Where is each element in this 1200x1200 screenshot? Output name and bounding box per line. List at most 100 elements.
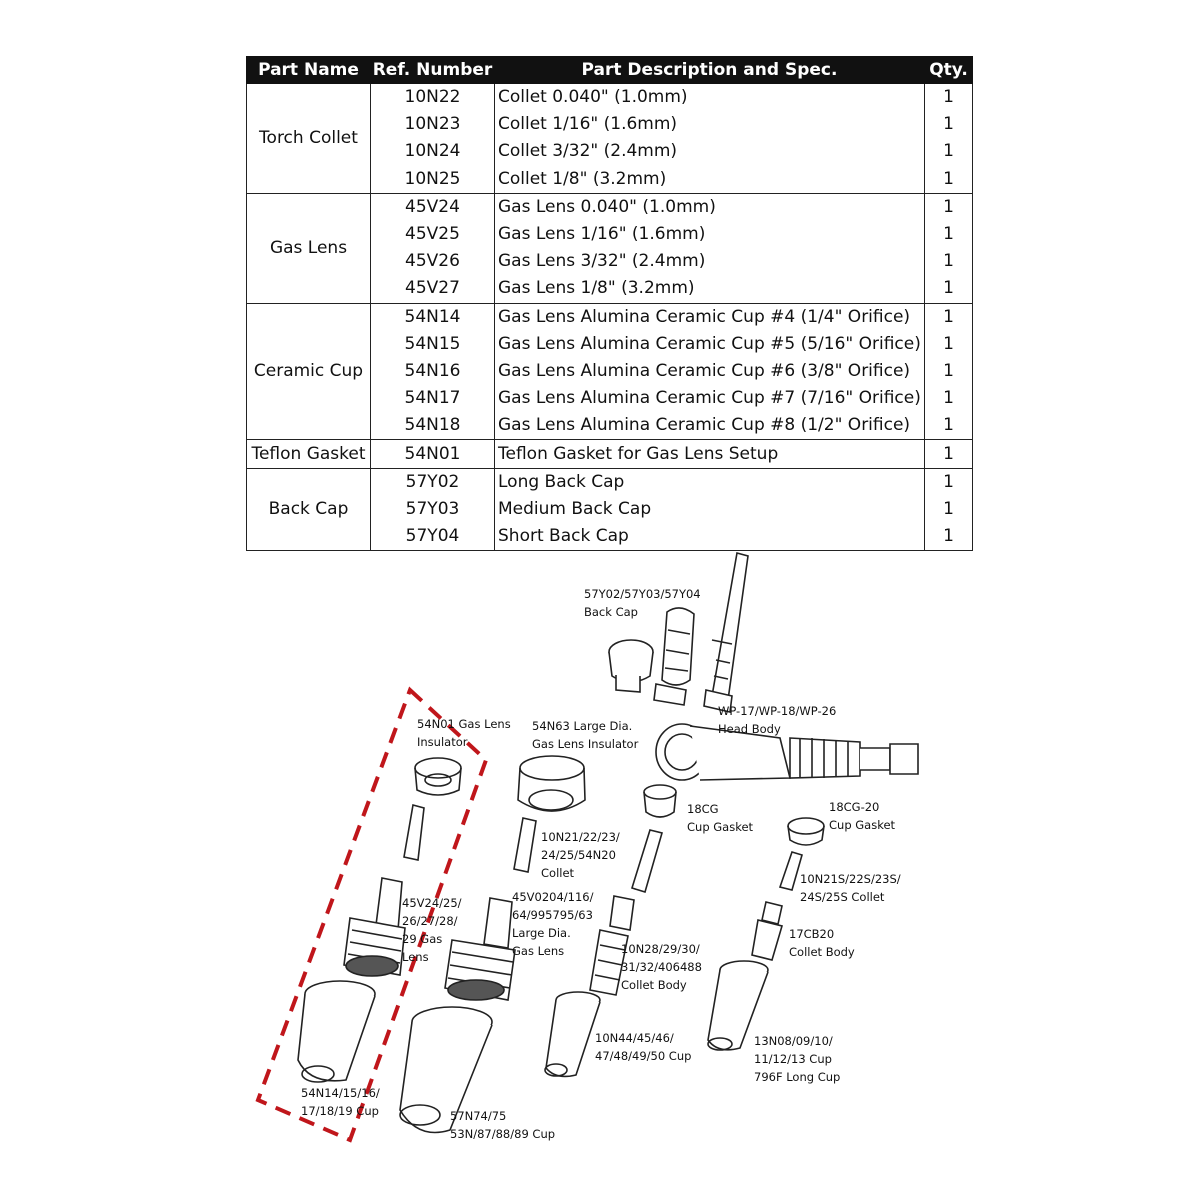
ref-number-cell: 45V26 <box>370 248 495 276</box>
label-head-body: WP-17/WP-18/WP-26 Head Body <box>718 704 837 736</box>
header-part-name: Part Name <box>246 56 371 84</box>
head-body-part <box>655 723 919 781</box>
description-cell: Collet 0.040" (1.0mm) <box>494 83 925 112</box>
qty-cell: 1 <box>924 439 973 469</box>
label-back-cap: 57Y02/57Y03/57Y04 Back Cap <box>584 587 701 619</box>
ref-number-cell: 45V25 <box>370 220 495 249</box>
ref-number-cell: 57Y02 <box>370 467 495 496</box>
collet-10n21-part <box>630 829 663 894</box>
qty-cell: 1 <box>924 495 973 523</box>
description-cell: Gas Lens Alumina Ceramic Cup #4 (1/4" Or… <box>494 302 925 331</box>
label-large-insulator: 54N63 Large Dia. Gas Lens Insulator <box>532 719 639 751</box>
qty-cell: 1 <box>924 248 973 276</box>
back-cap-long-part <box>703 551 749 713</box>
ref-number-cell: 45V24 <box>370 192 495 221</box>
cup-large-part <box>399 1006 493 1134</box>
qty-cell: 1 <box>924 111 973 139</box>
ref-number-cell: 54N14 <box>370 302 495 331</box>
label-collet-10n21: 10N21/22/23/ 24/25/54N20 Collet <box>541 830 620 880</box>
ref-number-cell: 54N15 <box>370 330 495 358</box>
qty-cell: 1 <box>924 138 973 166</box>
parts-table: Part Name Ref. Number Part Description a… <box>246 56 973 552</box>
gas-lens-large-part <box>444 897 516 1001</box>
cup-gasket-18cg-part <box>643 784 677 818</box>
collet-middle-part <box>513 817 537 873</box>
qty-cell: 1 <box>924 220 973 249</box>
insulator-54n01-part <box>414 757 462 796</box>
description-cell: Gas Lens 1/16" (1.6mm) <box>494 220 925 249</box>
part-name-cell: Gas Lens <box>246 192 371 304</box>
collet-10n21s-part <box>778 851 803 891</box>
gas-lens-left-part <box>343 877 406 977</box>
description-cell: Short Back Cap <box>494 523 925 552</box>
ref-number-cell: 10N24 <box>370 138 495 166</box>
description-cell: Gas Lens 1/8" (3.2mm) <box>494 275 925 304</box>
collet-body-17cb20-part <box>751 901 784 961</box>
collet-body-10n28-part <box>589 895 635 996</box>
qty-cell: 1 <box>924 467 973 496</box>
ref-number-cell: 57Y04 <box>370 523 495 552</box>
description-cell: Gas Lens Alumina Ceramic Cup #6 (3/8" Or… <box>494 357 925 386</box>
large-insulator-part <box>517 755 586 812</box>
back-cap-short-part <box>608 639 654 693</box>
label-gas-lens-45v24: 45V24/25/ 26/27/28/ 29 Gas Lens <box>402 896 462 964</box>
qty-cell: 1 <box>924 412 973 441</box>
label-cup-10n44: 10N44/45/46/ 47/48/49/50 Cup <box>595 1031 692 1063</box>
cup-gasket-18cg20-part <box>787 817 825 846</box>
description-cell: Medium Back Cap <box>494 495 925 523</box>
qty-cell: 1 <box>924 385 973 413</box>
ref-number-cell: 45V27 <box>370 275 495 304</box>
description-cell: Collet 3/32" (2.4mm) <box>494 138 925 166</box>
label-cup-57n74: 57N74/75 53N/87/88/89 Cup <box>450 1109 556 1141</box>
description-cell: Long Back Cap <box>494 467 925 496</box>
part-name-cell: Back Cap <box>246 467 371 552</box>
ref-number-cell: 57Y03 <box>370 495 495 523</box>
description-cell: Gas Lens Alumina Ceramic Cup #8 (1/2" Or… <box>494 412 925 441</box>
qty-cell: 1 <box>924 302 973 331</box>
qty-cell: 1 <box>924 330 973 358</box>
back-cap-medium-part <box>653 607 695 706</box>
part-name-cell: Teflon Gasket <box>246 439 371 469</box>
collet-left-part <box>403 803 425 861</box>
ref-number-cell: 54N01 <box>370 439 495 469</box>
description-cell: Gas Lens Alumina Ceramic Cup #7 (7/16" O… <box>494 385 925 413</box>
ref-number-cell: 10N23 <box>370 111 495 139</box>
qty-cell: 1 <box>924 275 973 304</box>
description-cell: Teflon Gasket for Gas Lens Setup <box>494 439 925 469</box>
qty-cell: 1 <box>924 523 973 552</box>
cup-10n44-part <box>544 991 601 1078</box>
table-header-row: Part Name Ref. Number Part Description a… <box>246 56 973 84</box>
label-insulator-54n01: 54N01 Gas Lens Insulator <box>417 717 511 749</box>
qty-cell: 1 <box>924 192 973 221</box>
header-qty: Qty. <box>924 56 973 84</box>
cup-13n08-part <box>707 960 769 1051</box>
label-cup-gasket-18cg20: 18CG-20 Cup Gasket <box>829 800 896 832</box>
description-cell: Gas Lens 0.040" (1.0mm) <box>494 192 925 221</box>
ref-number-cell: 54N17 <box>370 385 495 413</box>
label-collet-body-17cb20: 17CB20 Collet Body <box>789 927 855 959</box>
description-cell: Collet 1/8" (3.2mm) <box>494 165 925 194</box>
description-cell: Gas Lens 3/32" (2.4mm) <box>494 248 925 276</box>
ref-number-cell: 54N16 <box>370 357 495 386</box>
label-cup-54n14: 54N14/15/16/ 17/18/19 Cup <box>301 1086 380 1118</box>
qty-cell: 1 <box>924 83 973 112</box>
qty-cell: 1 <box>924 357 973 386</box>
ref-number-cell: 54N18 <box>370 412 495 441</box>
